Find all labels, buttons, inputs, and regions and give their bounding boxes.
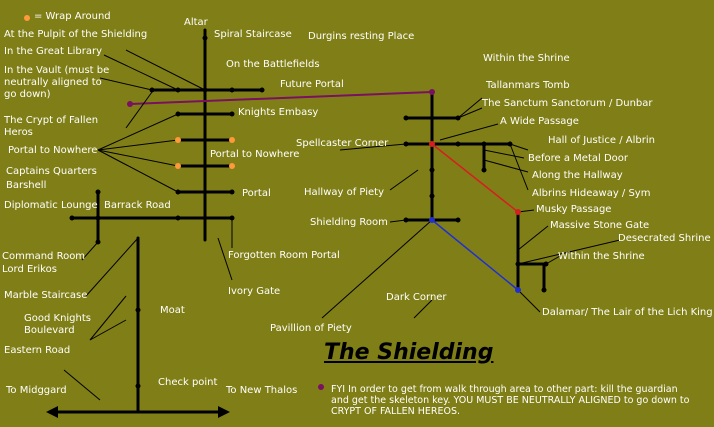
wrap-around-legend-icon (24, 15, 30, 21)
label-diplomatic-lounge: Diplomatic Lounge (4, 200, 98, 211)
label-within-shrine-top: Within the Shrine (483, 53, 570, 64)
label-shielding-room: Shielding Room (310, 217, 388, 228)
label-new-thalos: To New Thalos (226, 385, 298, 396)
label-wide-passage: A Wide Passage (500, 116, 579, 127)
label-massive-gate: Massive Stone Gate (550, 220, 650, 231)
label-battlefields: On the Battlefields (226, 59, 320, 70)
label-within-shrine-bottom: Within the Shrine (558, 251, 645, 262)
label-dalamar: Dalamar/ The Lair of the Lich King (542, 307, 713, 318)
label-captains-quarters: Captains Quarters (6, 166, 97, 177)
label-vault: In the Vault (must be neutrally aligned … (4, 65, 110, 100)
label-dark-corner: Dark Corner (386, 292, 447, 303)
fyi-note: FYI In order to get from walk through ar… (331, 384, 690, 417)
label-pavillion: Pavillion of Piety (270, 323, 352, 334)
label-altar: Altar (184, 17, 208, 28)
label-spiral: Spiral Staircase (214, 29, 292, 40)
label-spellcaster: Spellcaster Corner (296, 138, 389, 149)
label-ivory-gate: Ivory Gate (228, 286, 281, 297)
label-marble-staircase: Marble Staircase (4, 290, 88, 301)
label-musky: Musky Passage (536, 204, 612, 215)
label-future-portal: Future Portal (280, 79, 344, 90)
label-good-knights: Good Knights Boulevard (24, 313, 92, 336)
label-albrins: Albrins Hideaway / Sym (532, 188, 651, 199)
label-crypt: The Crypt of Fallen Heros (4, 115, 99, 138)
label-portal-nowhere-right: Portal to Nowhere (210, 149, 300, 160)
label-durgins: Durgins resting Place (308, 31, 415, 42)
label-library: In the Great Library (4, 46, 103, 57)
label-along-hallway: Along the Hallway (532, 170, 623, 181)
label-portal: Portal (242, 188, 271, 199)
key-note-icon (318, 384, 324, 390)
label-lord-erikos: Lord Erikos (2, 264, 57, 275)
label-pulpit: At the Pulpit of the Shielding (4, 29, 148, 40)
label-tallanmars: Tallanmars Tomb (486, 80, 570, 91)
label-forgotten-room: Forgotten Room Portal (228, 250, 340, 261)
label-metal-door: Before a Metal Door (528, 153, 629, 164)
label-hall-justice: Hall of Justice / Albrin (548, 135, 655, 146)
legend-label: = Wrap Around (34, 11, 111, 22)
label-hallway-piety: Hallway of Piety (304, 187, 385, 198)
map-title: The Shielding (324, 340, 494, 365)
label-barrack-road: Barrack Road (104, 200, 171, 211)
label-portal-nowhere-left: Portal to Nowhere (8, 145, 98, 156)
label-moat: Moat (160, 305, 185, 316)
label-eastern-road: Eastern Road (4, 345, 71, 356)
label-barshell: Barshell (6, 180, 47, 191)
label-command-room: Command Room (2, 251, 86, 262)
label-knights-embasy: Knights Embasy (238, 107, 319, 118)
label-midggard: To Midggard (6, 385, 67, 396)
label-checkpoint: Check point (158, 377, 218, 388)
label-sanctum: The Sanctum Sanctorum / Dunbar (482, 98, 653, 109)
label-desecrated: Desecrated Shrine (618, 233, 711, 244)
